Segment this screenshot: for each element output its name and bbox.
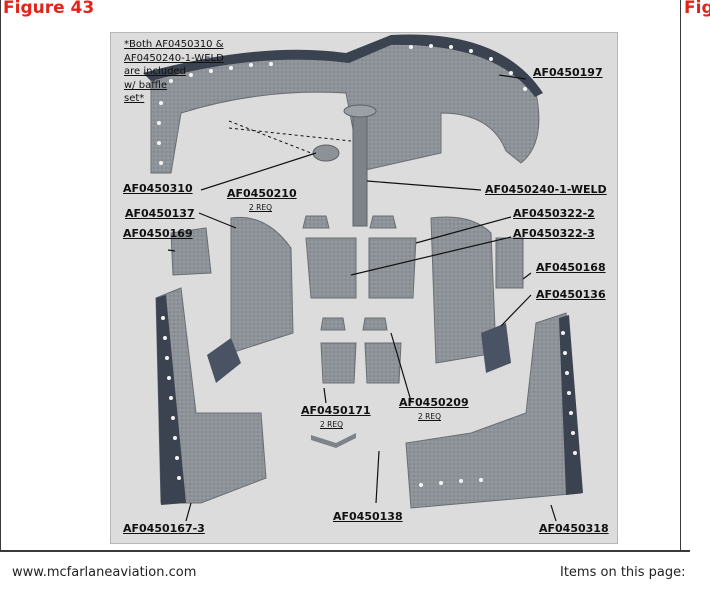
- note-line: set*: [124, 93, 145, 104]
- label-af0450136: AF0450136: [536, 288, 606, 301]
- label-af0450137: AF0450137: [125, 207, 195, 220]
- label-af0450322-3: AF0450322-3: [513, 227, 595, 240]
- label-af0450310: AF0450310: [123, 182, 193, 195]
- figure-title: Figure 43: [3, 0, 95, 18]
- label-af0450210-req: 2 REQ: [249, 203, 273, 212]
- label-af0450197: AF0450197: [533, 66, 603, 79]
- items-on-page-label: Items on this page:: [560, 565, 686, 580]
- label-af0450169: AF0450169: [123, 227, 193, 240]
- label-af0450318: AF0450318: [539, 522, 609, 535]
- parts-photo: *Both AF0450310 & AF0450240-1-WELD are i…: [110, 32, 618, 544]
- label-af0450210: AF0450210: [227, 187, 297, 200]
- note-line: w/ baffle: [124, 79, 168, 91]
- note-line: are included: [124, 66, 186, 77]
- label-af0450171: AF0450171: [301, 404, 371, 417]
- label-af0450171-req: 2 REQ: [320, 420, 344, 429]
- figure-frame: [0, 0, 690, 552]
- note-line: *Both AF0450310 &: [124, 39, 224, 50]
- label-af0450168: AF0450168: [536, 261, 606, 274]
- next-figure-title: Fig: [684, 0, 710, 18]
- label-af0450167-3: AF0450167-3: [123, 522, 205, 535]
- note-line: AF0450240-1-WELD: [124, 52, 224, 64]
- label-af0450138: AF0450138: [333, 510, 403, 523]
- column-divider: [680, 0, 681, 552]
- baffle-set-note: *Both AF0450310 & AF0450240-1-WELD are i…: [124, 38, 236, 106]
- label-af0450240: AF0450240-1-WELD: [485, 183, 607, 196]
- label-af0450209: AF0450209: [399, 396, 469, 409]
- parts-illustration: [111, 33, 617, 543]
- website-link[interactable]: www.mcfarlaneaviation.com: [12, 565, 197, 580]
- label-af0450322-2: AF0450322-2: [513, 207, 595, 220]
- label-af0450209-req: 2 REQ: [418, 412, 442, 421]
